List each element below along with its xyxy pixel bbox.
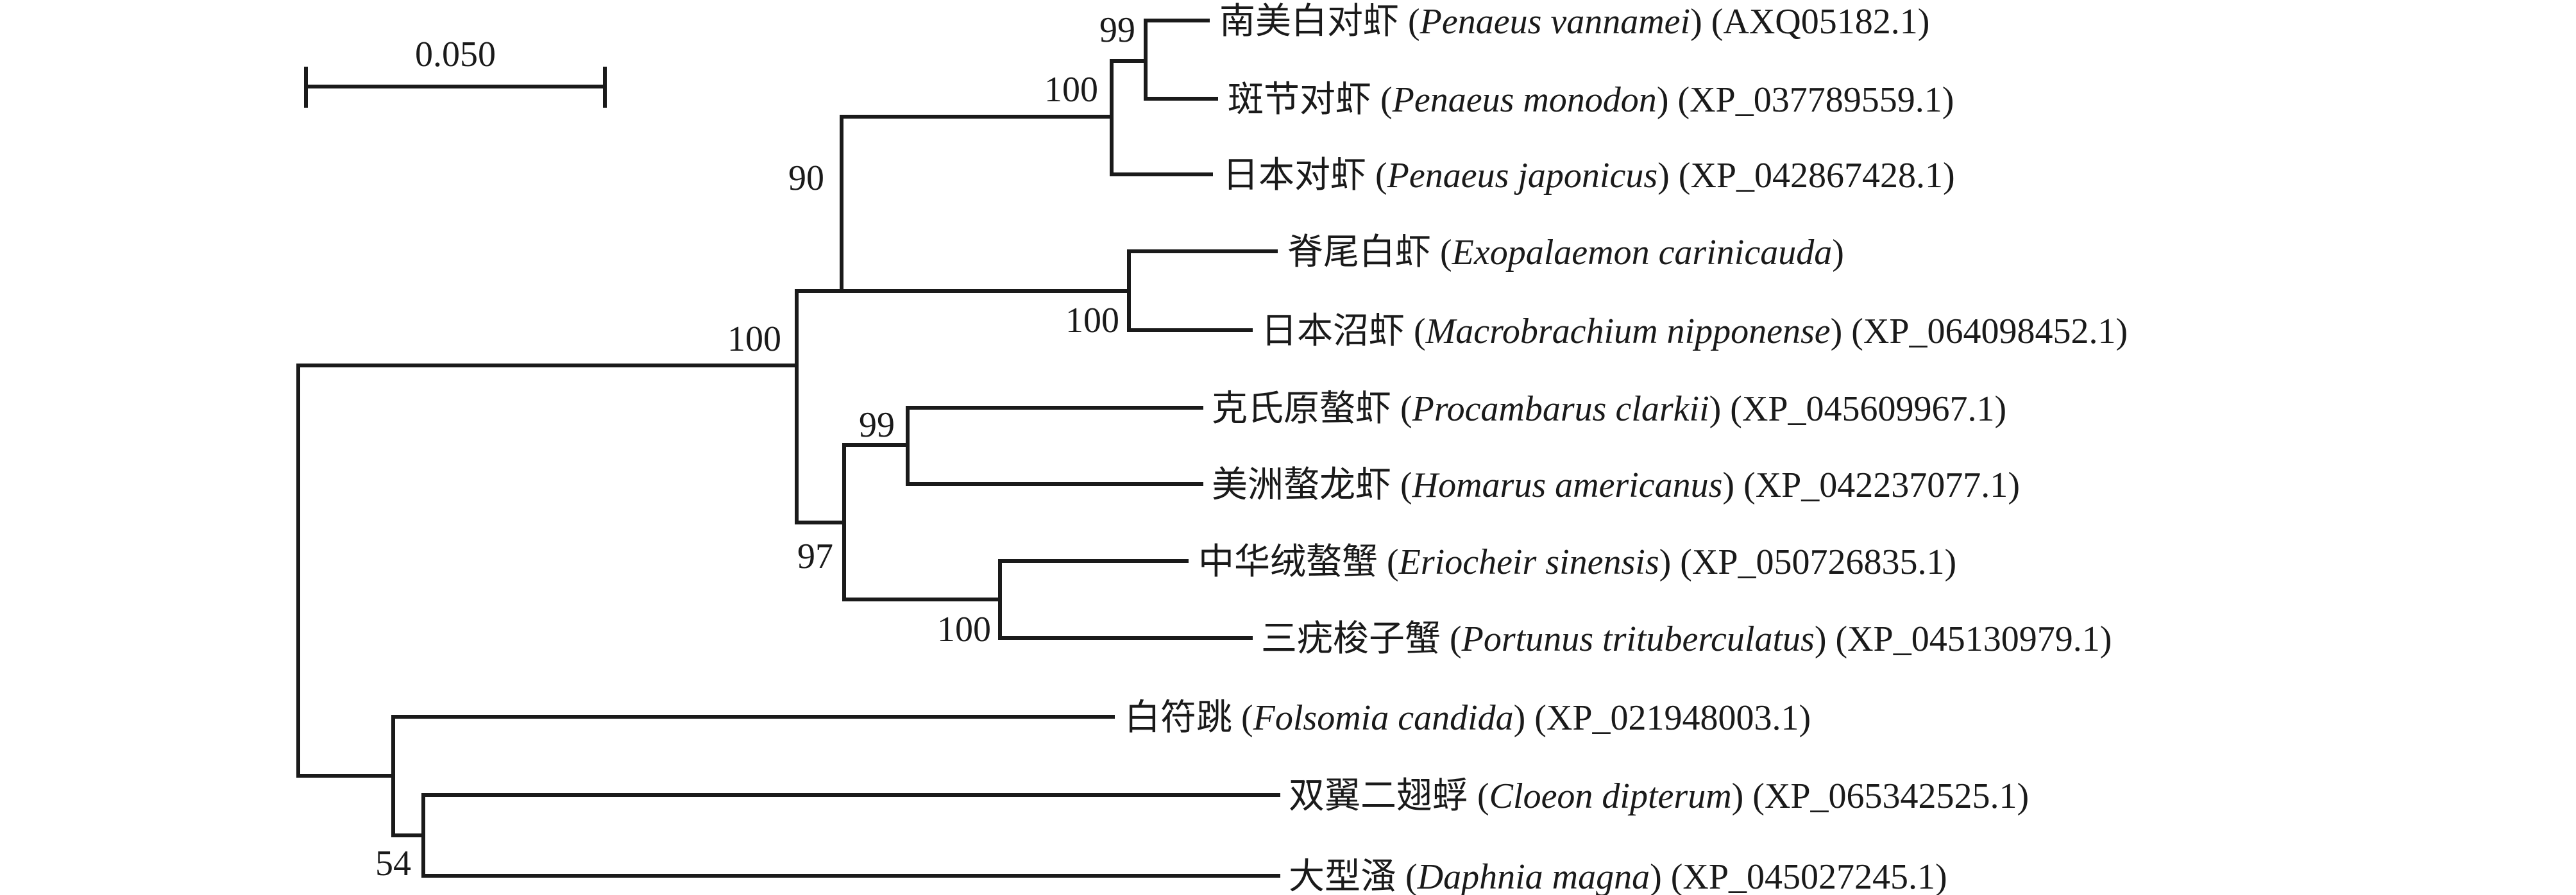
bootstrap-values: 99 100 90 100 100 99 97 100 54 bbox=[375, 10, 1135, 883]
taxon-label: 克氏原螯虾 (Procambarus clarkii) (XP_04560996… bbox=[1212, 388, 2006, 430]
tree-branches bbox=[296, 19, 1280, 878]
taxon-label: 三疣梭子蟹 (Portunus trituberculatus) (XP_045… bbox=[1261, 618, 2112, 660]
taxon-label: 美洲螯龙虾 (Homarus americanus) (XP_042237077… bbox=[1212, 464, 2020, 506]
scale-bar: 0.050 bbox=[304, 35, 607, 108]
bootstrap-label: 100 bbox=[1044, 70, 1098, 110]
taxon-label: 中华绒螯蟹 (Eriocheir sinensis) (XP_050726835… bbox=[1198, 541, 1956, 583]
taxon-label: 大型溞 (Daphnia magna) (XP_045027245.1) bbox=[1289, 856, 1947, 895]
taxon-label: 南美白对虾 (Penaeus vannamei) (AXQ05182.1) bbox=[1219, 1, 1929, 42]
bootstrap-label: 99 bbox=[1099, 10, 1135, 50]
bootstrap-label: 90 bbox=[788, 158, 824, 198]
taxon-label-highlight: 脊尾白虾 (Exopalaemon carinicauda) bbox=[1287, 231, 1844, 273]
scale-bar-label: 0.050 bbox=[415, 35, 496, 74]
bootstrap-label: 97 bbox=[797, 537, 833, 576]
bootstrap-label: 100 bbox=[727, 319, 781, 359]
taxon-label: 斑节对虾 (Penaeus monodon) (XP_037789559.1) bbox=[1228, 79, 1954, 121]
taxon-label: 日本沼虾 (Macrobrachium nipponense) (XP_0640… bbox=[1261, 310, 2128, 352]
taxon-label: 白符跳 (Folsomia candida) (XP_021948003.1) bbox=[1124, 697, 1811, 739]
taxon-label: 双翼二翅蜉 (Cloeon dipterum) (XP_065342525.1) bbox=[1289, 775, 2029, 817]
bootstrap-label: 99 bbox=[859, 405, 895, 445]
bootstrap-label: 100 bbox=[1065, 301, 1119, 340]
taxon-label: 日本对虾 (Penaeus japonicus) (XP_042867428.1… bbox=[1223, 155, 1955, 196]
bootstrap-label: 54 bbox=[375, 844, 411, 883]
bootstrap-label: 100 bbox=[937, 610, 991, 649]
taxon-labels: 南美白对虾 (Penaeus vannamei) (AXQ05182.1) 斑节… bbox=[1124, 1, 2128, 895]
